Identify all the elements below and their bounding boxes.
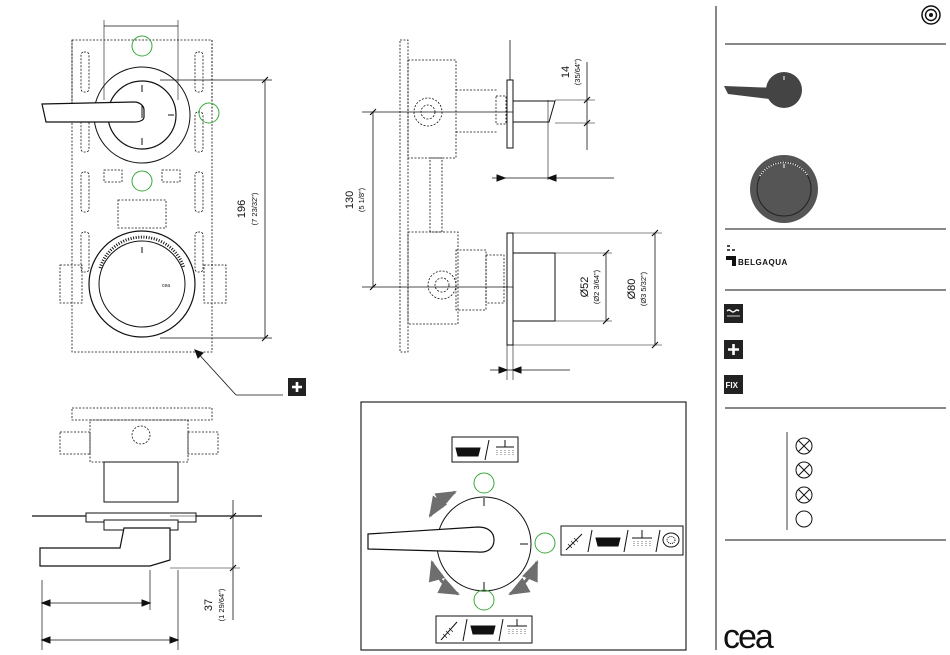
sidebar: BELGAQUA FIX xyxy=(716,6,946,650)
dim-spout-projection-inch: (35/64") xyxy=(573,58,582,85)
thermostat-mark: cea xyxy=(162,283,170,289)
position-marker-top xyxy=(132,36,152,56)
finish-option-4 xyxy=(796,511,812,527)
finish-option-2 xyxy=(796,462,812,478)
top-section-view xyxy=(32,408,262,650)
function-lever xyxy=(368,527,494,552)
diverter-function-box xyxy=(361,402,686,650)
lever-side-profile xyxy=(40,528,170,566)
icon-group-bottom xyxy=(436,616,532,643)
position-marker-bottom xyxy=(132,171,152,191)
product-thumb-thermostat xyxy=(750,155,818,223)
side-view xyxy=(362,40,662,380)
dim-center-distance: 130 xyxy=(344,191,356,209)
overhead-shower-icon-2 xyxy=(632,530,652,538)
overhead-shower-icon-3 xyxy=(507,619,527,626)
icon-group-top xyxy=(452,437,518,462)
function-marker-bottom xyxy=(474,590,494,610)
dim-spout-projection: 14 xyxy=(560,66,572,78)
finish-option-1 xyxy=(796,438,812,454)
dim-overall-height-inch: (7 23/32") xyxy=(250,192,259,225)
dim-knob-diameter: Ø52 xyxy=(579,277,591,298)
overhead-shower-icon xyxy=(496,440,514,447)
fix-label: FIX xyxy=(726,381,739,390)
belgaqua-label: BELGAQUA xyxy=(738,258,788,267)
target-icon xyxy=(922,6,940,24)
massage-jet-icon xyxy=(663,533,679,547)
product-thumb-lever xyxy=(724,72,802,108)
wall-water-icon xyxy=(724,304,743,323)
diverter-lever xyxy=(42,102,144,122)
icon-group-right xyxy=(561,526,683,555)
dim-overall-height: 196 xyxy=(236,200,248,218)
function-marker-right xyxy=(535,533,555,553)
thermostat-knob xyxy=(99,241,185,327)
cea-logo: cea xyxy=(723,618,774,655)
hand-shower-icon-3 xyxy=(441,622,457,640)
hand-shower-icon xyxy=(566,534,582,550)
function-marker-top xyxy=(474,473,494,493)
thermostat-plate xyxy=(89,231,195,337)
fix-badge: FIX xyxy=(724,375,743,394)
dim-lever-depth: 37 xyxy=(203,599,215,611)
plus-icon xyxy=(724,340,743,359)
dim-plate-diameter-inch: (Ø3 5/32") xyxy=(639,271,648,306)
dim-plate-diameter: Ø80 xyxy=(626,279,638,300)
bathtub-icon-3 xyxy=(471,626,495,634)
dim-center-distance-inch: (5 1/8") xyxy=(357,187,366,212)
bathtub-icon xyxy=(456,448,480,456)
dim-lever-depth-inch: (1 29/64") xyxy=(217,588,226,621)
bathtub-icon-2 xyxy=(596,538,620,546)
dim-knob-diameter-inch: (Ø2 3/64") xyxy=(592,269,601,304)
mounting-frame-outline xyxy=(60,40,226,352)
finish-option-3 xyxy=(796,487,812,503)
plus-badge xyxy=(288,378,306,396)
belgaqua-logo xyxy=(726,246,736,266)
